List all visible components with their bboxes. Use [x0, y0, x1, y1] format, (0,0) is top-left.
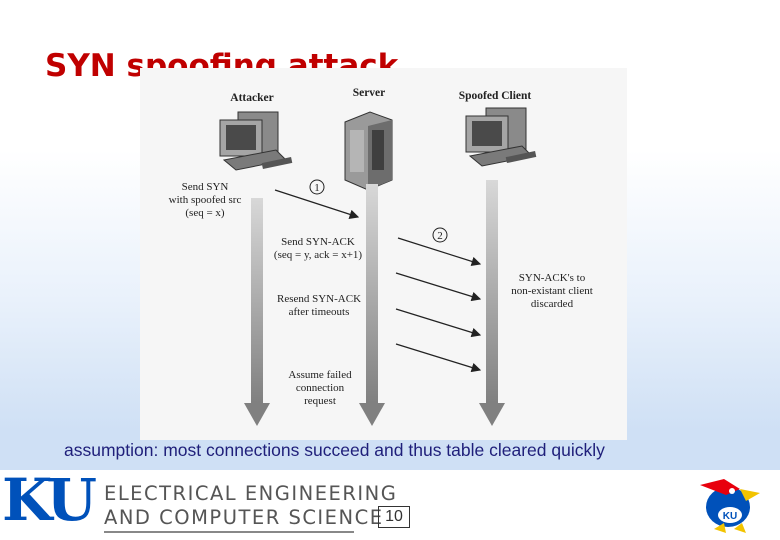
syn-arrow — [274, 189, 360, 219]
svg-text:after timeouts: after timeouts — [289, 306, 350, 318]
resend-label: Resend SYN-ACK after timeouts — [277, 293, 361, 318]
svg-text:Send SYN: Send SYN — [182, 181, 229, 193]
ku-letters: KU — [2, 466, 97, 534]
resend-arrow-2 — [395, 308, 482, 338]
svg-text:Resend SYN-ACK: Resend SYN-ACK — [277, 293, 361, 305]
svg-text:connection: connection — [296, 382, 345, 394]
svg-text:KU: KU — [723, 511, 737, 522]
step-1-badge: 1 — [309, 179, 325, 195]
spoofed-client-label: Spoofed Client — [459, 90, 532, 102]
send-synack-label: Send SYN-ACK (seq = y, ack = x+1) — [274, 236, 362, 261]
svg-text:2: 2 — [437, 230, 443, 242]
resend-arrow-3 — [395, 343, 482, 373]
server-label: Server — [353, 87, 386, 99]
send-syn-label: Send SYN with spoofed src (seq = x) — [169, 181, 242, 219]
dept-line-1: ELECTRICAL ENGINEERING — [104, 482, 398, 505]
jayhawk-mascot-icon: KU — [690, 471, 766, 535]
attacker-label: Attacker — [230, 92, 273, 104]
attacker-computer-icon — [219, 111, 293, 171]
caption: assumption: most connections succeed and… — [64, 440, 605, 460]
dept-underline — [104, 531, 354, 533]
assume-failed-label: Assume failed connection request — [288, 369, 352, 407]
synack-arrow — [397, 237, 482, 267]
discarded-label: SYN-ACK's to non-existant client discard… — [511, 272, 593, 310]
svg-text:1: 1 — [314, 182, 320, 194]
svg-text:with spoofed src: with spoofed src — [169, 194, 242, 206]
resend-arrow-1 — [395, 272, 482, 302]
svg-text:SYN-ACK's to: SYN-ACK's to — [519, 272, 586, 284]
footer: KU ELECTRICAL ENGINEERING AND COMPUTER S… — [0, 466, 780, 540]
svg-text:request: request — [304, 395, 336, 407]
svg-text:(seq = x): (seq = x) — [185, 207, 225, 219]
svg-text:Send SYN-ACK: Send SYN-ACK — [281, 236, 355, 248]
spoofed-client-timeline — [479, 180, 505, 426]
ku-logo: KU ELECTRICAL ENGINEERING AND COMPUTER S… — [0, 466, 396, 536]
spoofed-client-computer-icon — [465, 107, 537, 167]
page-number: 10 — [378, 506, 410, 528]
svg-text:discarded: discarded — [531, 298, 574, 310]
attacker-timeline — [244, 198, 270, 426]
dept-line-2: AND COMPUTER SCIENCE — [104, 506, 384, 529]
svg-text:Assume failed: Assume failed — [288, 369, 352, 381]
step-2-badge: 2 — [432, 227, 448, 243]
svg-text:non-existant client: non-existant client — [511, 285, 593, 297]
server-timeline — [359, 184, 385, 426]
server-icon — [344, 111, 393, 191]
svg-text:(seq = y, ack = x+1): (seq = y, ack = x+1) — [274, 249, 362, 261]
syn-spoofing-diagram: Attacker Server Spoofed Client — [140, 68, 627, 440]
